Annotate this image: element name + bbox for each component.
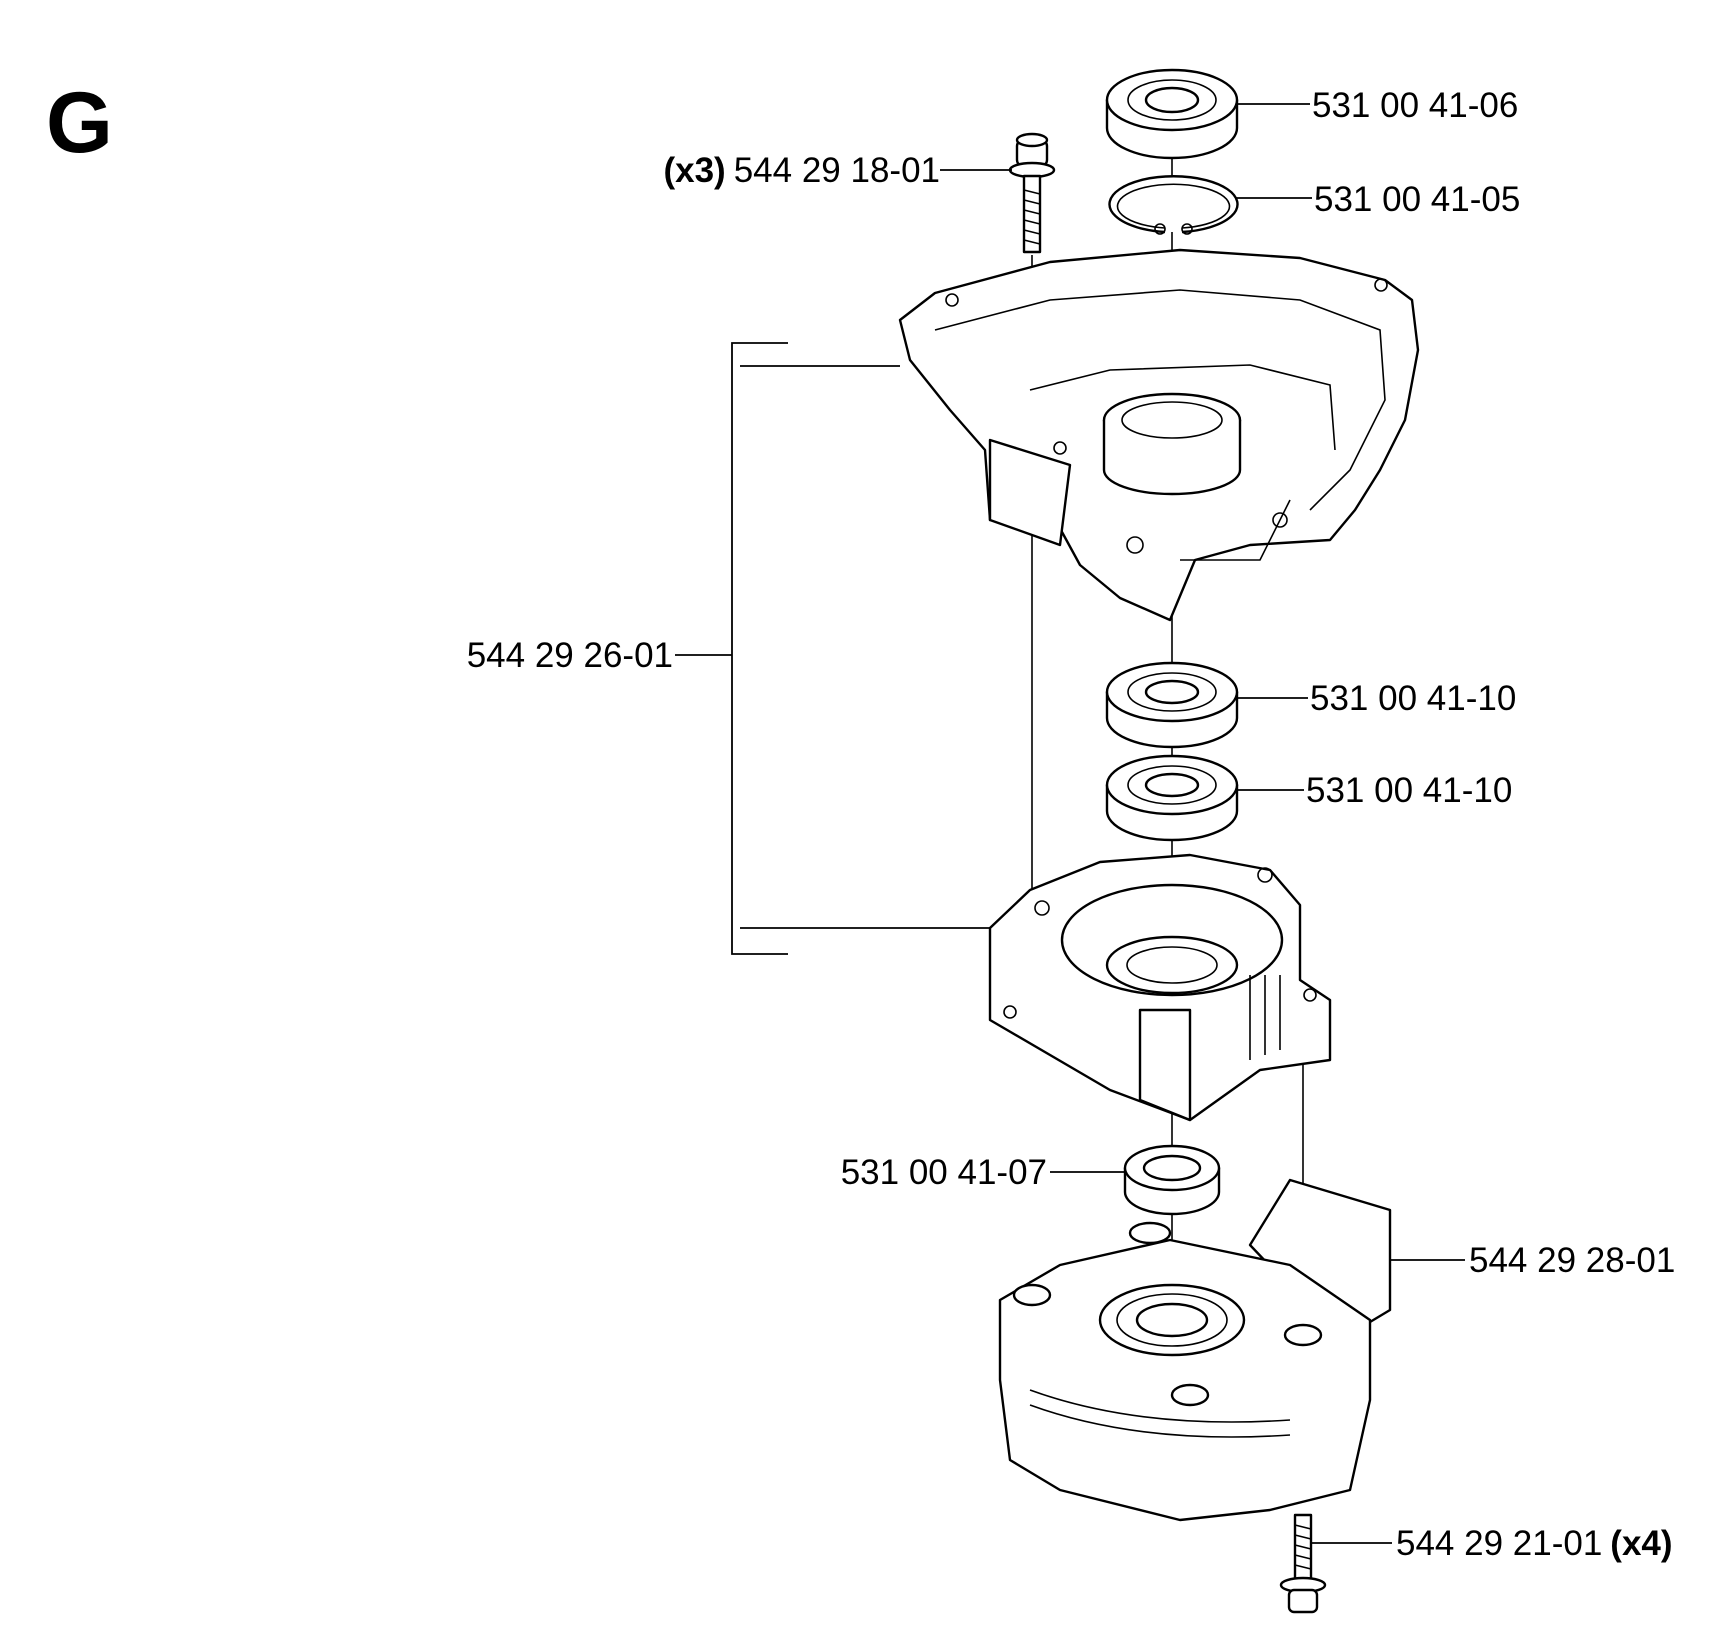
leader-lines [940,103,1465,1544]
callout-crankcase-set: 544 29 26-01 [467,636,673,675]
callout-bearing-lower: 531 00 41-10 [1306,771,1512,810]
callout-bearing-upper: 531 00 41-10 [1310,679,1516,718]
callout-seal: 531 00 41-07 [841,1153,1047,1192]
screw-bottom-quantity: (x4) [1610,1524,1672,1563]
screw-bottom-part-number: 544 29 21-01 [1396,1524,1602,1563]
crankcase-lower-half[interactable] [988,853,1332,1122]
callout-screw-bottom: 544 29 21-01(x4) [1396,1524,1673,1563]
crankcase-set-bracket [675,342,990,955]
crankcase-upper-half[interactable] [898,248,1420,622]
seal[interactable] [1123,1144,1221,1216]
bearing-upper[interactable] [1105,661,1239,749]
gear-housing[interactable] [998,1178,1392,1522]
sheet-letter: G [46,75,113,171]
screw-top-quantity: (x3) [663,151,725,190]
screw-top-part-number: 544 29 18-01 [734,151,940,190]
screw-bottom[interactable] [1279,1513,1327,1614]
screw-top[interactable] [1008,132,1056,254]
callout-circlip: 531 00 41-05 [1314,180,1520,219]
callout-screw-top: (x3)544 29 18-01 [663,151,940,190]
bearing-lower[interactable] [1105,754,1239,842]
callout-bearing-top: 531 00 41-06 [1312,86,1518,125]
bearing-top[interactable] [1105,68,1239,160]
callout-gear-housing: 544 29 28-01 [1469,1241,1675,1280]
circlip[interactable] [1108,175,1239,235]
